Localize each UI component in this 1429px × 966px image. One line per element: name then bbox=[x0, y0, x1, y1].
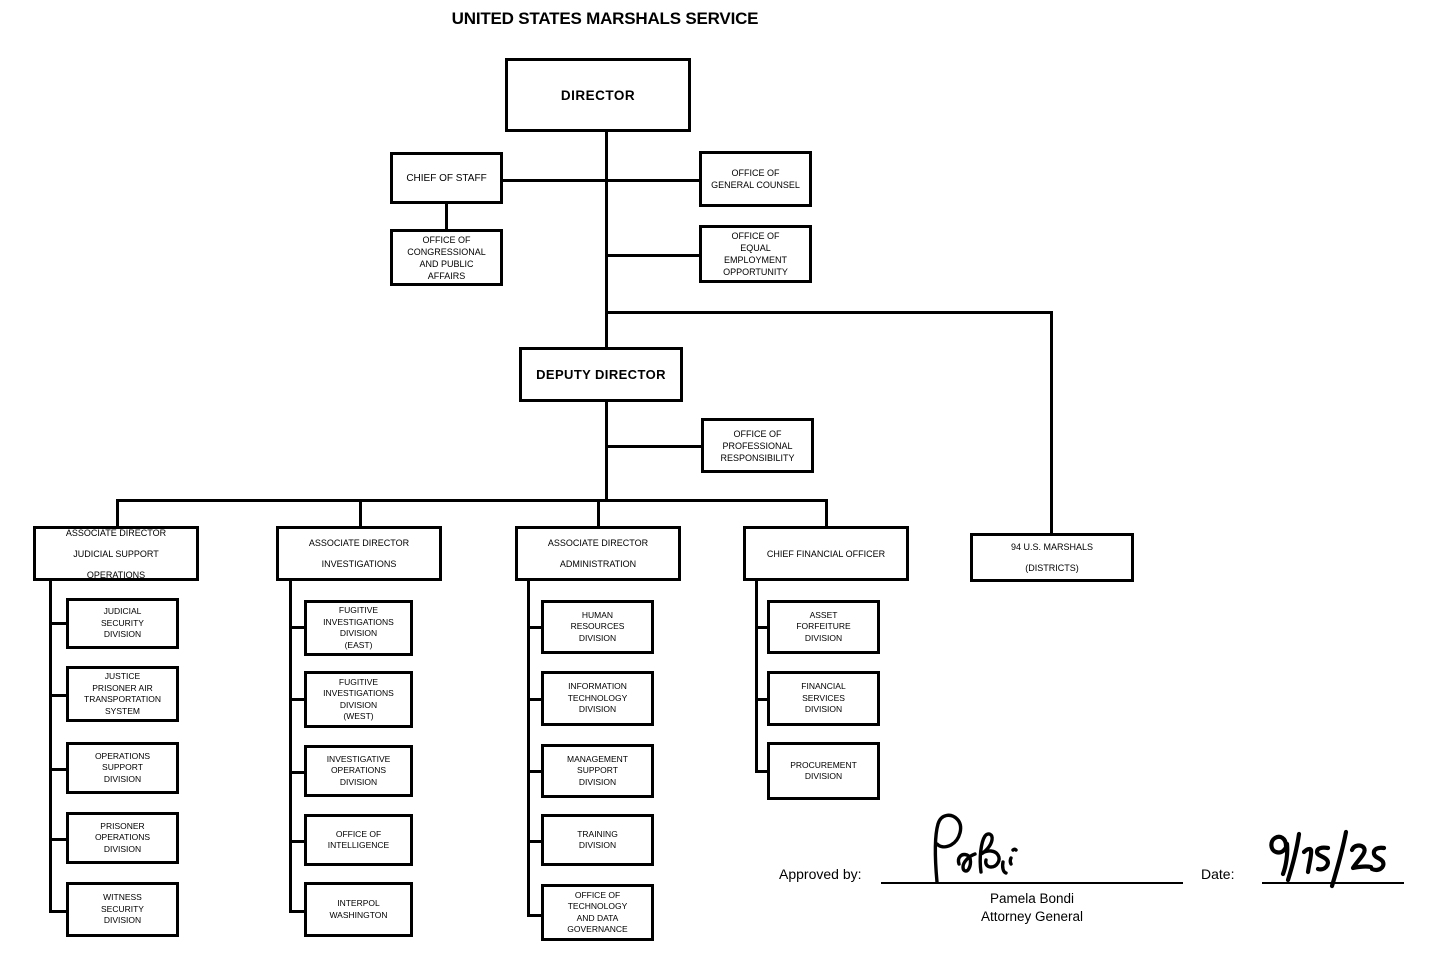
node-associate-director-judicial-support-operations[interactable]: ASSOCIATE DIRECTOR JUDICIAL SUPPORT OPER… bbox=[33, 526, 199, 581]
node-chief-financial-officer[interactable]: CHIEF FINANCIAL OFFICER bbox=[743, 526, 909, 581]
connector-col2-stub-4 bbox=[289, 840, 306, 843]
connector-col3-stub-5 bbox=[527, 914, 544, 917]
connector-col3-spine bbox=[527, 581, 530, 917]
node-witness-security-division[interactable]: WITNESS SECURITY DIVISION bbox=[66, 882, 179, 937]
signature-rule bbox=[881, 882, 1183, 884]
date-label: Date: bbox=[1201, 866, 1235, 882]
signature-image bbox=[933, 813, 1018, 884]
connector-col4-stub-2 bbox=[755, 698, 772, 701]
node-financial-services-division[interactable]: FINANCIAL SERVICES DIVISION bbox=[767, 671, 880, 726]
node-interpol-washington[interactable]: INTERPOL WASHINGTON bbox=[304, 882, 413, 937]
connector-drop-col-1 bbox=[116, 499, 119, 526]
node-fugitive-investigations-division-east[interactable]: FUGITIVE INVESTIGATIONS DIVISION (EAST) bbox=[304, 600, 413, 656]
connector-col2-spine bbox=[289, 581, 292, 913]
connector-professional-responsibility bbox=[605, 445, 702, 448]
connector-col2-stub-5 bbox=[289, 910, 306, 913]
node-information-technology-division[interactable]: INFORMATION TECHNOLOGY DIVISION bbox=[541, 671, 654, 726]
connector-director-spine bbox=[605, 131, 608, 359]
connector-col3-stub-4 bbox=[527, 840, 544, 843]
node-office-equal-employment-opportunity[interactable]: OFFICE OF EQUAL EMPLOYMENT OPPORTUNITY bbox=[699, 225, 812, 283]
connector-districts-horizontal bbox=[605, 311, 1053, 314]
node-procurement-division[interactable]: PROCUREMENT DIVISION bbox=[767, 742, 880, 800]
node-94-us-marshals-districts[interactable]: 94 U.S. MARSHALS (DISTRICTS) bbox=[970, 533, 1134, 582]
node-deputy-director[interactable]: DEPUTY DIRECTOR bbox=[519, 347, 683, 402]
connector-col3-stub-1 bbox=[527, 626, 544, 629]
connector-districts-vertical bbox=[1050, 311, 1053, 533]
node-training-division[interactable]: TRAINING DIVISION bbox=[541, 814, 654, 866]
connector-col1-spine bbox=[49, 581, 52, 913]
connector-col1-stub-2 bbox=[49, 694, 68, 697]
connector-col3-stub-2 bbox=[527, 698, 544, 701]
node-judicial-security-division[interactable]: JUDICIAL SECURITY DIVISION bbox=[66, 598, 179, 649]
node-office-technology-and-data-governance[interactable]: OFFICE OF TECHNOLOGY AND DATA GOVERNANCE bbox=[541, 884, 654, 941]
connector-col1-stub-4 bbox=[49, 838, 68, 841]
node-justice-prisoner-air-transportation-system[interactable]: JUSTICE PRISONER AIR TRANSPORTATION SYST… bbox=[66, 666, 179, 722]
connector-col2-stub-2 bbox=[289, 698, 306, 701]
node-human-resources-division[interactable]: HUMAN RESOURCES DIVISION bbox=[541, 600, 654, 654]
connector-drop-col-3 bbox=[597, 499, 600, 526]
node-operations-support-division[interactable]: OPERATIONS SUPPORT DIVISION bbox=[66, 742, 179, 794]
signer-title: Attorney General bbox=[980, 909, 1084, 924]
node-director[interactable]: DIRECTOR bbox=[505, 58, 691, 132]
connector-col4-stub-3 bbox=[755, 770, 772, 773]
date-handwritten bbox=[1269, 829, 1387, 889]
signature-name: Pamela Bondi Attorney General bbox=[881, 890, 1183, 926]
connector-col1-stub-3 bbox=[49, 768, 68, 771]
connector-drop-col-2 bbox=[359, 499, 362, 526]
date-rule bbox=[1262, 882, 1404, 884]
connector-col4-spine bbox=[755, 581, 758, 773]
approved-by-label: Approved by: bbox=[779, 866, 862, 882]
connector-col1-stub-5 bbox=[49, 910, 68, 913]
node-asset-forfeiture-division[interactable]: ASSET FORFEITURE DIVISION bbox=[767, 600, 880, 654]
connector-congressional-affairs bbox=[445, 204, 448, 229]
page-title: UNITED STATES MARSHALS SERVICE bbox=[451, 9, 759, 28]
node-office-congressional-public-affairs[interactable]: OFFICE OF CONGRESSIONAL AND PUBLIC AFFAI… bbox=[390, 229, 503, 286]
node-office-professional-responsibility[interactable]: OFFICE OF PROFESSIONAL RESPONSIBILITY bbox=[701, 418, 814, 473]
node-associate-director-administration[interactable]: ASSOCIATE DIRECTOR ADMINISTRATION bbox=[515, 526, 681, 581]
connector-eeo bbox=[605, 254, 700, 257]
connector-distribution-bar bbox=[116, 499, 828, 502]
connector-col2-stub-3 bbox=[289, 771, 306, 774]
connector-col3-stub-3 bbox=[527, 770, 544, 773]
node-fugitive-investigations-division-west[interactable]: FUGITIVE INVESTIGATIONS DIVISION (WEST) bbox=[304, 671, 413, 728]
connector-general-counsel bbox=[605, 179, 700, 182]
node-investigative-operations-division[interactable]: INVESTIGATIVE OPERATIONS DIVISION bbox=[304, 745, 413, 797]
connector-chief-of-staff bbox=[500, 179, 607, 182]
node-office-of-intelligence[interactable]: OFFICE OF INTELLIGENCE bbox=[304, 814, 413, 866]
node-chief-of-staff[interactable]: CHIEF OF STAFF bbox=[390, 152, 503, 204]
node-management-support-division[interactable]: MANAGEMENT SUPPORT DIVISION bbox=[541, 744, 654, 798]
connector-col1-stub-1 bbox=[49, 622, 68, 625]
connector-deputy-director-down bbox=[605, 402, 608, 502]
connector-drop-col-4 bbox=[825, 499, 828, 526]
connector-col4-stub-1 bbox=[755, 626, 772, 629]
node-office-general-counsel[interactable]: OFFICE OF GENERAL COUNSEL bbox=[699, 151, 812, 207]
connector-col2-stub-1 bbox=[289, 626, 306, 629]
node-associate-director-investigations[interactable]: ASSOCIATE DIRECTOR INVESTIGATIONS bbox=[276, 526, 442, 581]
signer-name: Pamela Bondi bbox=[989, 891, 1075, 906]
node-prisoner-operations-division[interactable]: PRISONER OPERATIONS DIVISION bbox=[66, 812, 179, 864]
